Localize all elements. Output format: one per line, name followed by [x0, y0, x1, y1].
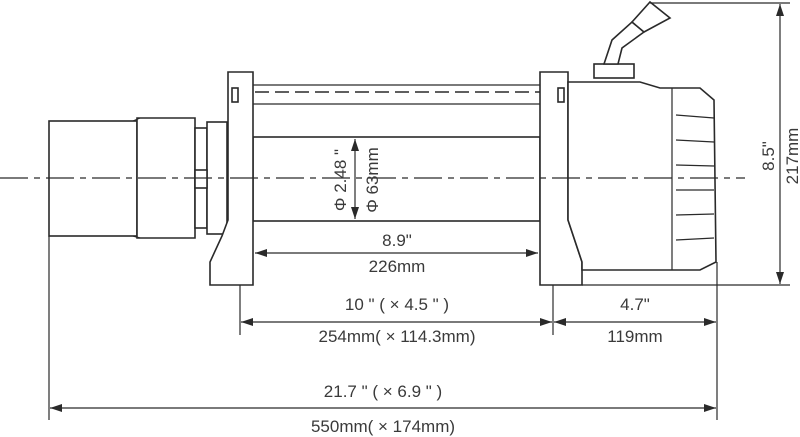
- overall-length-mm-label: 550mm( × 174mm): [311, 417, 455, 436]
- overall-length-in-label: 21.7 " ( × 6.9 " ): [324, 382, 442, 401]
- gearbox-length-in-label: 4.7": [620, 295, 650, 314]
- mount-spacing-mm-label: 254mm( × 114.3mm): [319, 327, 476, 346]
- height-mm-label: 217mm: [783, 128, 800, 185]
- gearbox-length-mm-label: 119mm: [607, 327, 662, 346]
- extension-lines: [48, 2, 790, 420]
- gearbox: [567, 0, 717, 271]
- drum-diameter-in-label: Φ 2.48 ": [331, 149, 350, 211]
- drum: [235, 84, 560, 222]
- mount-spacing-in-label: 10 " ( × 4.5 " ): [345, 295, 449, 314]
- drum-length-in-label: 8.9": [382, 231, 412, 250]
- height-in-label: 8.5": [759, 141, 778, 171]
- drum-diameter-mm-label: Φ 63mm: [363, 147, 382, 213]
- drum-length-mm-label: 226mm: [369, 257, 426, 276]
